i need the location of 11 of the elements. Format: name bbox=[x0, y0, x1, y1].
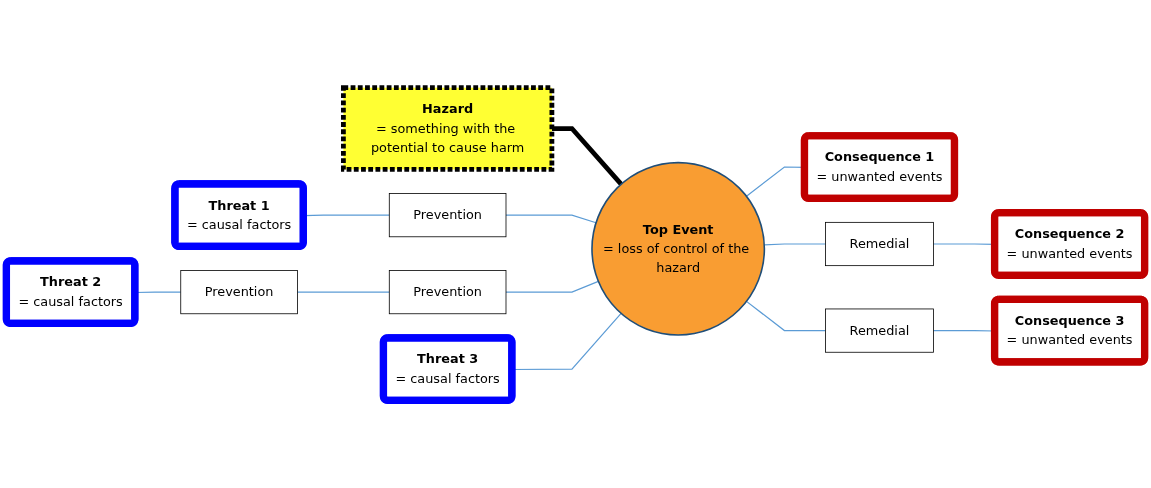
node-box: Prevention bbox=[388, 193, 507, 238]
node-box: Hazard = something with the potential to cause harm bbox=[341, 85, 555, 172]
node-box: Remedial bbox=[825, 221, 934, 267]
connector bbox=[745, 300, 827, 332]
node-box: Prevention bbox=[180, 270, 298, 315]
connector bbox=[505, 280, 599, 293]
node-box: Remedial bbox=[825, 308, 934, 353]
connector bbox=[296, 291, 390, 293]
node-circle: Top Event = loss of control of the hazard bbox=[591, 161, 766, 336]
connector bbox=[505, 214, 597, 224]
node-box: Prevention bbox=[388, 270, 507, 315]
